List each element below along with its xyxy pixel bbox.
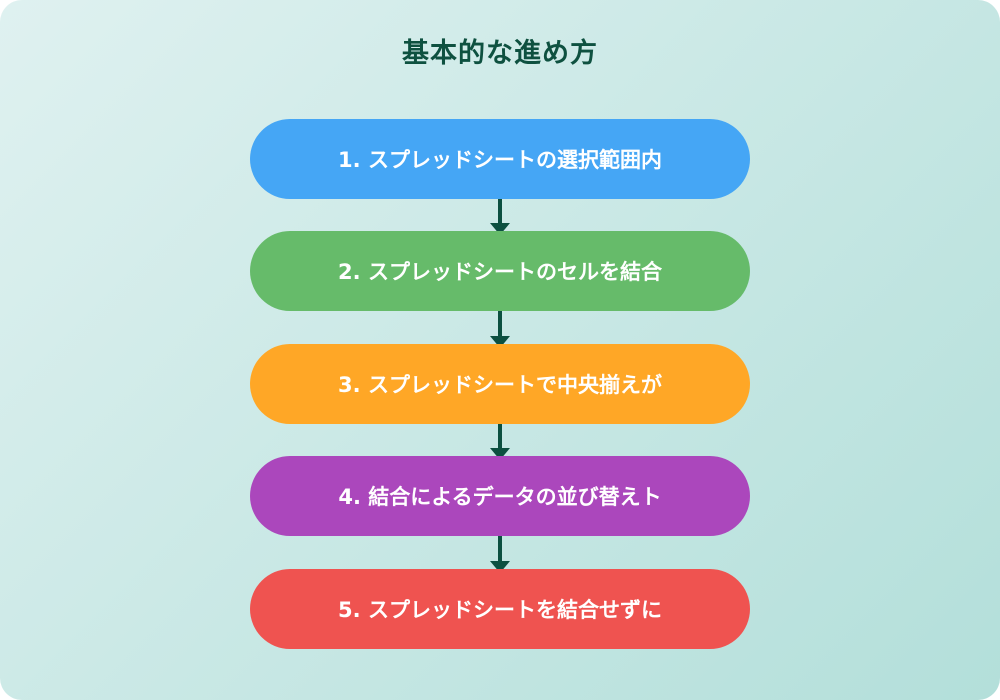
step-5-node[interactable]: 5. スプレッドシートを結合せずに [250, 569, 750, 649]
arrow-4-to-5 [490, 536, 510, 573]
arrow-line [498, 536, 502, 563]
step-1-label: 1. スプレッドシートの選択範囲内 [338, 148, 662, 172]
step-2-label: 2. スプレッドシートのセルを結合 [338, 260, 662, 284]
step-5-label: 5. スプレッドシートを結合せずに [338, 598, 662, 622]
step-3-node[interactable]: 3. スプレッドシートで中央揃えが [250, 344, 750, 424]
step-4-node[interactable]: 4. 結合によるデータの並び替えト [250, 456, 750, 536]
arrow-1-to-2 [490, 199, 510, 235]
diagram-title: 基本的な進め方 [402, 38, 598, 69]
arrow-3-to-4 [490, 424, 510, 460]
arrow-2-to-3 [490, 311, 510, 348]
step-3-label: 3. スプレッドシートで中央揃えが [338, 373, 662, 397]
step-2-node[interactable]: 2. スプレッドシートのセルを結合 [250, 231, 750, 311]
arrow-line [498, 311, 502, 338]
arrow-line [498, 424, 502, 450]
step-4-label: 4. 結合によるデータの並び替えト [338, 485, 662, 509]
arrow-line [498, 199, 502, 225]
step-1-node[interactable]: 1. スプレッドシートの選択範囲内 [250, 119, 750, 199]
